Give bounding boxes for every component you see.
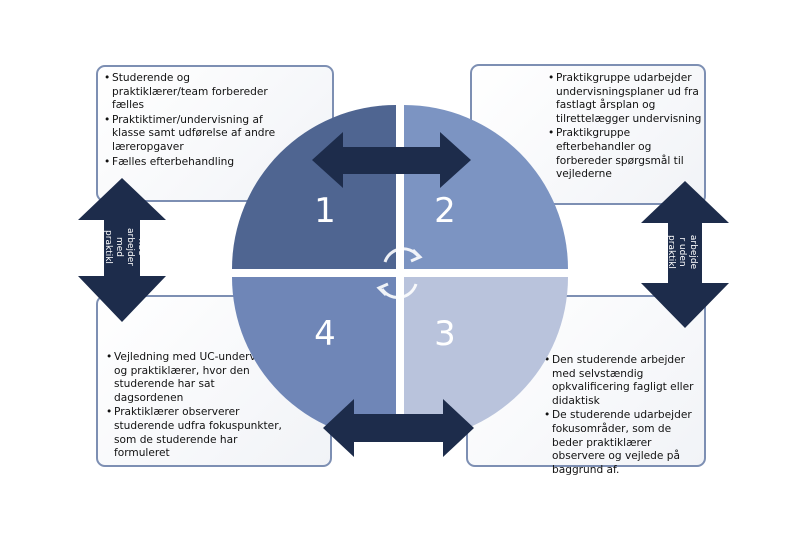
left-arrow-label: nde arbejder med praktikl — [98, 217, 146, 277]
double-arrow-bottom-icon — [323, 399, 474, 457]
list-item: Praktikgruppe efterbehandler og forbered… — [548, 127, 706, 181]
phase-4-list: Vejledning med UC-underviser og praktikl… — [106, 351, 286, 462]
right-arrow-label: nde arbejde r uden praktikl — [661, 222, 709, 282]
quadrant-1 — [232, 105, 396, 269]
list-item: De studerende udarbejder fokusområder, s… — [544, 409, 704, 477]
quadrant-4 — [232, 277, 396, 441]
left-arrow-line: nde — [136, 238, 146, 256]
left-arrow-line: arbejder — [125, 228, 135, 266]
double-arrow-right-icon — [641, 181, 729, 328]
phase-1-list: Studerende og praktiklærer/team forbered… — [104, 72, 279, 170]
list-item: Fælles efterbehandling — [104, 156, 279, 170]
quadrant-3 — [404, 277, 568, 441]
phase-2-list: Praktikgruppe udarbejder undervisningspl… — [548, 72, 706, 183]
right-arrow-line: arbejde — [688, 234, 698, 270]
quadrant-3-number: 3 — [434, 314, 456, 354]
right-arrow-line: r uden — [677, 237, 687, 267]
list-item: Vejledning med UC-underviser og praktikl… — [106, 351, 286, 405]
phase-3-list: Den studerende arbejder med selvstændig … — [544, 354, 704, 478]
list-item: Studerende og praktiklærer/team forbered… — [104, 72, 279, 113]
phase-2-box: Praktikgruppe udarbejder undervisningspl… — [470, 64, 706, 205]
quadrant-1-number: 1 — [314, 191, 336, 231]
quadrant-4-number: 4 — [314, 314, 336, 354]
quadrant-2 — [404, 105, 568, 269]
quadrant-2-number: 2 — [434, 191, 456, 231]
right-arrow-line: praktikl — [666, 235, 676, 269]
cycle-arrows-icon — [376, 247, 423, 299]
phase-3-box: Den studerende arbejder med selvstændig … — [466, 295, 706, 476]
right-arrow-line: nde — [699, 243, 709, 261]
list-item: Den studerende arbejder med selvstændig … — [544, 354, 704, 408]
phase-1-box: Studerende og praktiklærer/team forbered… — [96, 65, 334, 202]
double-arrow-top-icon — [312, 132, 471, 188]
left-arrow-line: med — [114, 236, 124, 258]
left-arrow-line: praktikl — [103, 230, 113, 264]
list-item: Praktiktimer/undervisning af klasse samt… — [104, 114, 279, 155]
list-item: Praktikgruppe udarbejder undervisningspl… — [548, 72, 706, 126]
double-arrow-left-icon — [78, 178, 166, 322]
list-item: Praktiklærer observerer studerende udfra… — [106, 406, 286, 460]
